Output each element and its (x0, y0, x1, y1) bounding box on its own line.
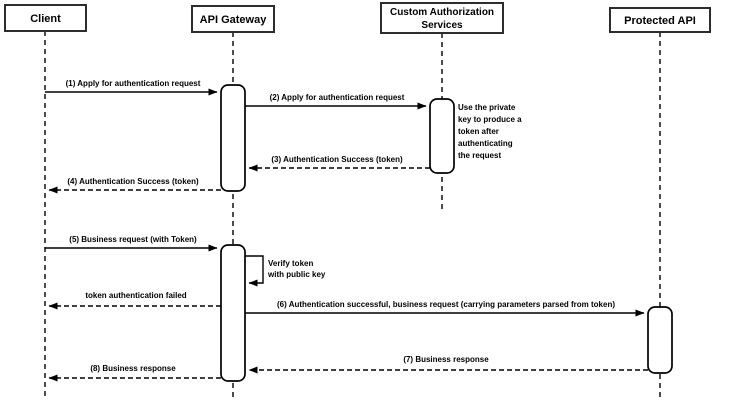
actor-box-api-gateway (191, 5, 275, 33)
message-label-8: (8) Business response (90, 364, 176, 373)
message-label-self-line2: with public key (267, 270, 326, 279)
activation-protected-api (647, 306, 673, 374)
actor-box-client (4, 4, 87, 32)
message-label-6: (6) Authentication successful, business … (277, 300, 615, 309)
note-line-5: the request (458, 151, 501, 160)
actor-box-protected-api (609, 7, 711, 33)
message-label-3: (3) Authentication Success (token) (271, 155, 403, 164)
actor-box-custom-authorization-services (380, 2, 504, 34)
message-label-4: (4) Authentication Success (token) (67, 177, 199, 186)
message-label-token-failed: token authentication failed (85, 291, 186, 300)
activation-api-gateway-auth (220, 84, 246, 192)
actor-label-client: Client (30, 13, 61, 25)
message-label-2: (2) Apply for authentication request (270, 93, 405, 102)
actor-label-protected-api: Protected API (624, 15, 696, 27)
note-private-key: Use the private key to produce a token a… (458, 103, 522, 160)
message-label-1: (1) Apply for authentication request (66, 79, 201, 88)
message-label-7: (7) Business response (403, 355, 489, 364)
actor-label-custom-authorization-line2: Services (421, 20, 463, 31)
actor-label-api-gateway: API Gateway (200, 14, 268, 26)
note-line-4: authenticating (458, 139, 513, 148)
activation-api-gateway-business (220, 244, 246, 382)
activation-custom-authorization (429, 98, 455, 174)
message-label-self-line1: Verify token (268, 259, 313, 268)
note-line-1: Use the private (458, 103, 516, 112)
note-line-2: key to produce a (458, 115, 522, 124)
message-label-5: (5) Business request (with Token) (69, 235, 197, 244)
actor-label-custom-authorization-line1: Custom Authorization (390, 7, 494, 18)
note-line-3: token after (458, 127, 499, 136)
message-line-self-verify-token (245, 255, 264, 287)
